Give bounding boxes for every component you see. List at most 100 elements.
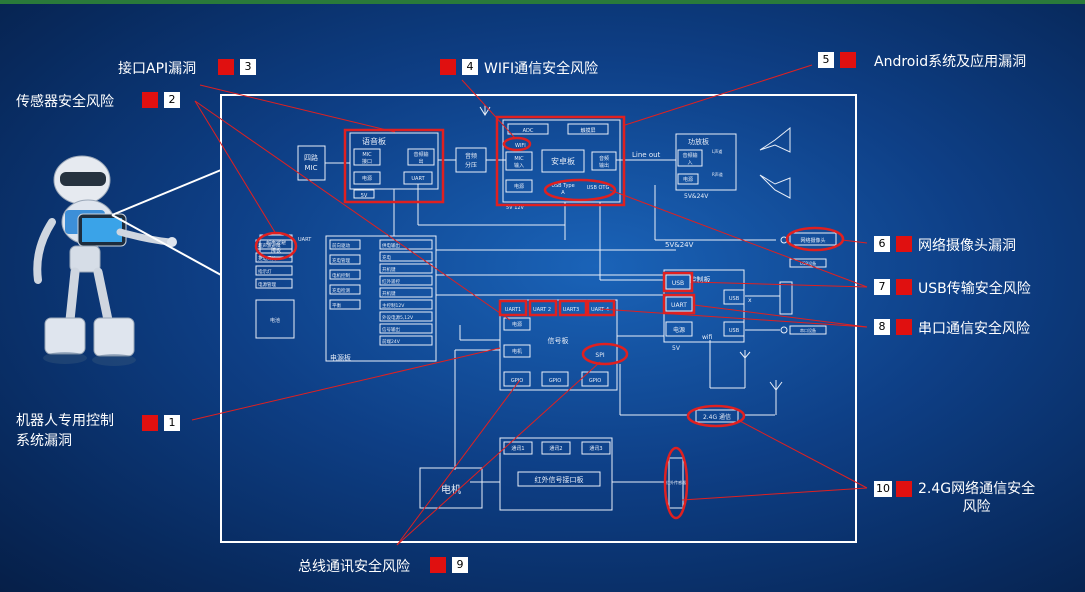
- power-left-label: 电源管理: [258, 281, 276, 288]
- power-mid-label: 充电管理: [332, 257, 350, 264]
- risk-number-7: 7: [874, 279, 890, 295]
- voice-board-title: 语音板: [362, 136, 386, 146]
- usb-connector: [779, 281, 793, 315]
- svg-text:USB: USB: [672, 280, 684, 287]
- svg-text:音频输: 音频输: [682, 152, 697, 159]
- mic-block-label: 四路: [304, 153, 318, 162]
- risk-label-7: USB传输安全风险: [918, 281, 1031, 297]
- power-right-label: 开机键: [382, 290, 396, 297]
- svg-text:2.4G 通信: 2.4G 通信: [703, 413, 731, 421]
- power-mid-label: 电机控制: [332, 272, 350, 279]
- robot-illustration: [33, 155, 177, 366]
- amp-board: [675, 133, 737, 191]
- highlight-uart2: [528, 299, 558, 317]
- serial-device-block: [789, 325, 827, 335]
- uart-port-label: UART 4: [591, 307, 609, 313]
- svg-text:5V: 5V: [672, 345, 681, 352]
- svg-text:障板: 障板: [271, 247, 281, 254]
- ir-interface-board: [499, 437, 613, 511]
- risk-label-2: 传感器安全风险: [16, 94, 114, 110]
- risk-marker-8: [896, 319, 912, 335]
- leader-line: [691, 281, 868, 288]
- svg-text:MIC: MIC: [514, 156, 524, 162]
- svg-text:USB: USB: [729, 296, 740, 302]
- risk-marker-10: [896, 481, 912, 497]
- uart-port-label: UART3: [563, 307, 579, 313]
- svg-text:电源: 电源: [683, 176, 693, 183]
- highlight-ctrl-uart: [662, 293, 696, 315]
- usb-device-block: [789, 258, 827, 268]
- voice-uart-label: UART: [411, 176, 425, 182]
- power-right-cell: [379, 239, 433, 250]
- svg-text:通讯3: 通讯3: [589, 445, 602, 452]
- risk-marker-3: [218, 59, 234, 75]
- svg-text:触摸屏: 触摸屏: [580, 127, 595, 134]
- risk-number-8: 8: [874, 319, 890, 335]
- leader-line: [199, 84, 396, 133]
- svg-text:wifi: wifi: [702, 334, 713, 341]
- leader-line: [396, 361, 601, 546]
- highlight-uart3: [558, 299, 588, 317]
- svg-text:网络摄像头: 网络摄像头: [800, 237, 825, 244]
- svg-text:GPIO: GPIO: [589, 378, 601, 384]
- power-right-label: 开机键: [382, 266, 396, 273]
- svg-text:电源: 电源: [512, 321, 522, 328]
- power-right-cell: [379, 251, 433, 262]
- svg-text:音频: 音频: [465, 152, 477, 160]
- callout-line: [111, 214, 222, 276]
- svg-text:分压: 分压: [465, 161, 477, 169]
- mic-interface-label: MIC: [362, 152, 372, 158]
- risk-number-3: 3: [240, 59, 256, 75]
- leader-line: [396, 379, 521, 546]
- power-left-cell: [255, 265, 293, 276]
- robot-icon: [33, 155, 177, 366]
- risk-marker-1: [142, 415, 158, 431]
- svg-text:SPI: SPI: [595, 352, 604, 359]
- svg-text:L声道: L声道: [712, 148, 722, 154]
- rf24-block: [695, 409, 739, 423]
- risk-label-1: 机器人专用控制 系统漏洞: [16, 411, 114, 451]
- leader-line: [609, 189, 868, 288]
- svg-text:红外传感器: 红外传感器: [666, 479, 686, 485]
- svg-text:控制板: 控制板: [690, 275, 711, 284]
- power-mid-cell: [329, 254, 361, 265]
- svg-text:GPIO: GPIO: [511, 378, 523, 384]
- power-right-cell: [379, 299, 433, 310]
- risk-number-10: 10: [874, 481, 892, 497]
- power-right-cell: [379, 335, 433, 346]
- highlight-camera: [785, 226, 845, 252]
- uart-port-label: UART 2: [533, 307, 551, 313]
- risk-number-9: 9: [452, 557, 468, 573]
- svg-text:输入: 输入: [514, 162, 524, 169]
- voice-power-label: 电源: [362, 175, 372, 182]
- svg-text:通讯1: 通讯1: [511, 445, 524, 452]
- camera-block: [789, 232, 837, 246]
- leader-line: [194, 100, 277, 235]
- leader-line: [599, 308, 868, 328]
- svg-text:超声波避: 超声波避: [266, 239, 286, 246]
- svg-text:5V 12V: 5V 12V: [506, 205, 525, 211]
- audio-out-label: 出: [418, 158, 423, 165]
- power-mid-label: 平衡: [332, 302, 341, 309]
- line-out-label: Line out: [632, 151, 661, 159]
- svg-text:串口设备: 串口设备: [800, 327, 816, 333]
- motor-block: [419, 467, 483, 509]
- svg-text:电源: 电源: [514, 183, 524, 190]
- ir-sensor-block: [668, 457, 684, 509]
- risk-number-6: 6: [874, 236, 890, 252]
- power-mid-label: 充电检测: [332, 287, 350, 294]
- highlight-obstacle: [254, 231, 298, 261]
- voice-5v-label: 5V: [361, 193, 368, 199]
- power-right-cell: [379, 323, 433, 334]
- android-board: [502, 119, 621, 203]
- svg-text:USB: USB: [729, 328, 740, 334]
- audio-out-label: 音频输: [413, 151, 428, 158]
- power-right-cell: [379, 275, 433, 286]
- risk-label-1-line1: 机器人专用控制: [16, 413, 114, 429]
- highlight-ir-sensor: [663, 446, 689, 520]
- power-left-label: 指示灯: [258, 268, 272, 275]
- power-right-label: 前端24V: [382, 338, 401, 345]
- leader-line: [841, 239, 868, 244]
- highlight-spi: [581, 342, 629, 366]
